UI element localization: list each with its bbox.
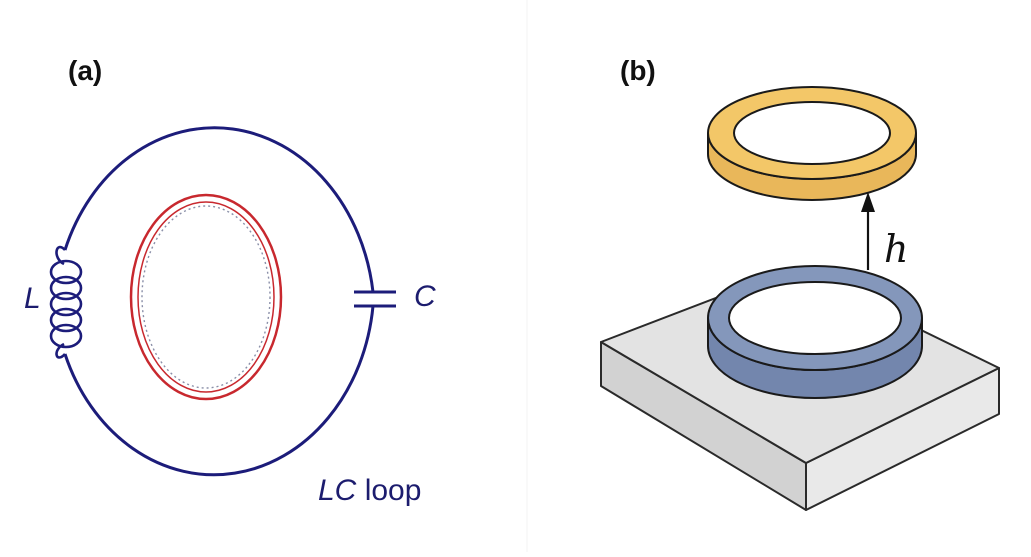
height-arrow — [861, 192, 875, 270]
inductor-label: L — [24, 282, 41, 315]
panel-a-tag: (a) — [68, 55, 102, 86]
height-label: h — [884, 227, 908, 271]
loop-label: LC loop — [318, 474, 421, 507]
panel-b-tag: (b) — [620, 55, 656, 86]
upper-ring — [707, 86, 917, 201]
capacitor — [354, 290, 396, 308]
lower-ring — [707, 265, 923, 399]
lc-loop-circuit: L C LC loop — [24, 126, 436, 507]
panel-b: (b) h — [600, 55, 1000, 511]
loop-wire — [63, 126, 375, 477]
inner-ring — [129, 193, 283, 401]
capacitor-label: C — [414, 280, 436, 313]
inductor-coil — [49, 245, 83, 359]
panel-a: (a) L — [24, 55, 436, 507]
